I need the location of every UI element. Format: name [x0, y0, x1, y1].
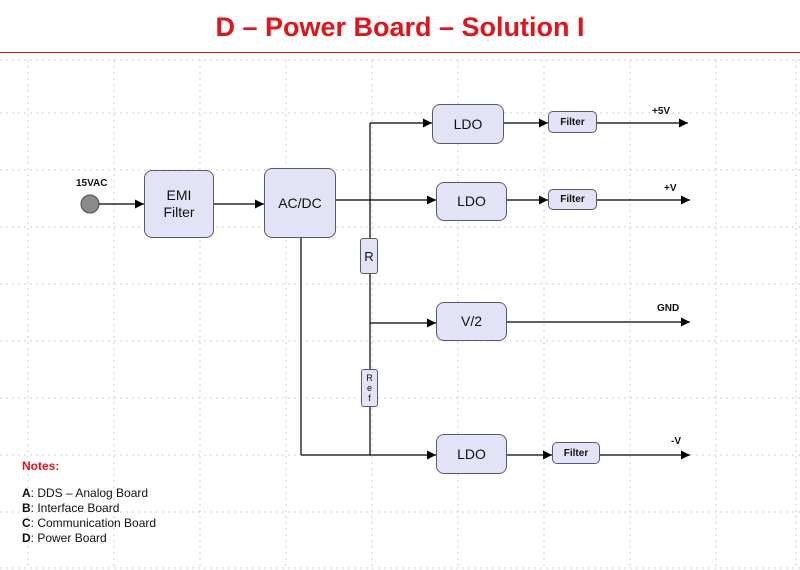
input-terminal-node	[80, 194, 100, 214]
notes-title: Notes:	[22, 459, 60, 473]
emi-filter-block: EMI Filter	[144, 170, 214, 238]
title-underline	[0, 52, 800, 53]
note-text: : DDS – Analog Board	[30, 486, 149, 500]
output-label-gnd: GND	[657, 303, 680, 314]
ref-letter-2: e	[366, 383, 372, 393]
input-label: 15VAC	[76, 178, 108, 189]
emi-filter-label-line1: EMI	[166, 187, 192, 203]
ldo-block-1: LDO	[432, 104, 504, 144]
reference-element: R e f	[361, 369, 378, 407]
output-label-plusv: +V	[664, 183, 677, 194]
note-item-c: C: Communication Board	[22, 516, 156, 531]
note-key: A	[22, 486, 31, 500]
note-item-d: D: Power Board	[22, 531, 156, 546]
page-title: D – Power Board – Solution I	[215, 12, 585, 42]
note-key: B	[22, 501, 31, 515]
notes-section: Notes: A: DDS – Analog Board B: Interfac…	[22, 459, 156, 546]
note-item-b: B: Interface Board	[22, 501, 156, 516]
note-key: C	[22, 516, 31, 530]
resistor-r: R	[360, 238, 378, 274]
ref-letter-3: f	[368, 393, 371, 403]
emi-filter-label-line2: Filter	[163, 204, 195, 220]
ldo-block-3: LDO	[436, 434, 507, 474]
note-text: : Power Board	[30, 531, 107, 545]
filter-block-2: Filter	[548, 189, 597, 210]
ldo-block-2: LDO	[436, 182, 507, 221]
output-label-plus5v: +5V	[652, 106, 671, 117]
filter-block-1: Filter	[548, 111, 597, 133]
ref-letter-1: R	[366, 373, 373, 383]
note-item-a: A: DDS – Analog Board	[22, 486, 156, 501]
note-text: : Communication Board	[30, 516, 157, 530]
note-key: D	[22, 531, 31, 545]
acdc-block: AC/DC	[264, 168, 336, 238]
filter-block-3: Filter	[552, 442, 600, 464]
vhalf-block: V/2	[436, 302, 507, 341]
note-text: : Interface Board	[30, 501, 120, 515]
output-label-minusv: -V	[671, 436, 681, 447]
